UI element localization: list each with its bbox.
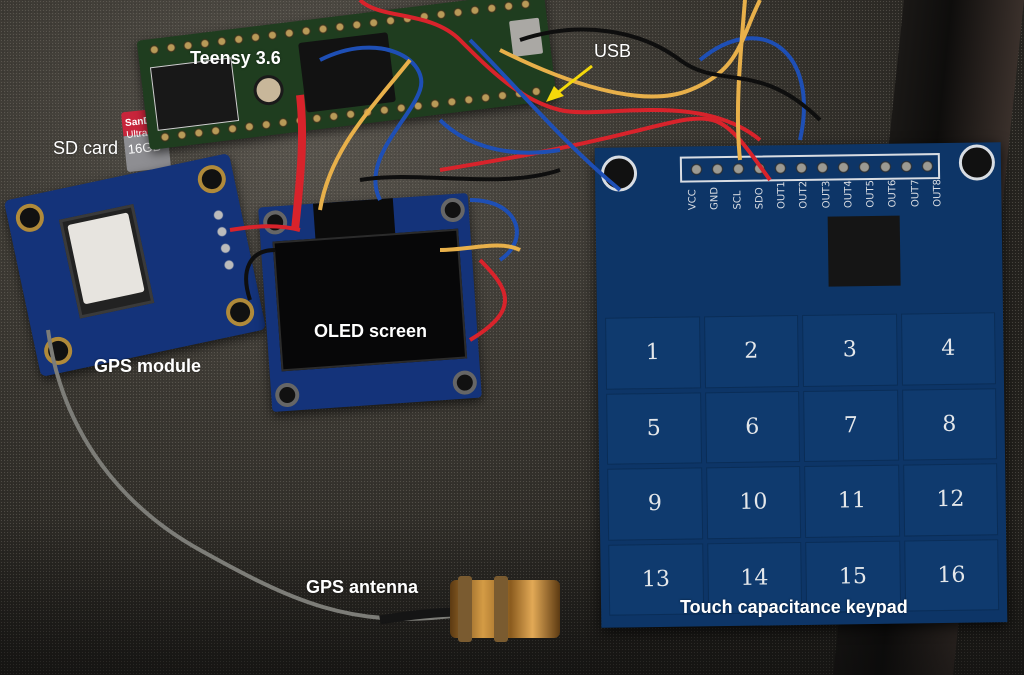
connector-nut [458, 576, 472, 642]
ublox-gps-chip [58, 204, 155, 319]
mount-hole [600, 155, 638, 192]
keypad-header-pins [679, 153, 941, 183]
mount-hole [958, 144, 996, 181]
gps-chip-label [67, 212, 145, 305]
keypad-key: 10 [705, 466, 802, 539]
mount-hole [274, 382, 301, 408]
keypad-key: 8 [901, 387, 998, 461]
teensy-microcontroller-chip [298, 32, 396, 113]
keypad-key: 5 [606, 391, 702, 465]
oled-board [258, 192, 482, 413]
keypad-key: 3 [802, 313, 898, 387]
mount-hole [195, 162, 229, 196]
mount-hole [41, 334, 75, 368]
label-teensy: Teensy 3.6 [190, 48, 281, 68]
pin-label: OUT5 [865, 179, 877, 208]
keypad-key: 12 [902, 463, 999, 537]
mount-hole [262, 209, 288, 236]
label-usb: USB [594, 41, 632, 61]
label-sd-card: SD card [53, 138, 119, 158]
mount-hole [13, 201, 47, 235]
keypad-key: 2 [703, 315, 800, 388]
mount-hole [223, 295, 257, 329]
pin-label: GND [709, 186, 721, 210]
pin-label: OUT2 [798, 180, 810, 209]
keypad-key: 9 [607, 467, 703, 541]
keypad-key: 16 [903, 538, 1000, 612]
mount-hole [439, 197, 466, 223]
label-gps-module: GPS module [94, 356, 202, 376]
connector-nut [494, 576, 508, 642]
keypad-key: 7 [803, 389, 899, 462]
pin-label: OUT6 [887, 179, 899, 208]
pin-label: OUT3 [820, 180, 833, 209]
pin-label: OUT4 [843, 180, 855, 209]
label-keypad: Touch capacitance keypad [680, 597, 908, 617]
usb-arrow-icon [546, 64, 593, 102]
keypad-key: 4 [900, 312, 997, 386]
label-gps-antenna: GPS antenna [306, 577, 419, 597]
pin-label: VCC [687, 189, 699, 211]
pin-label: OUT7 [909, 179, 922, 208]
label-oled-screen: OLED screen [314, 321, 428, 341]
gps-header-pins [209, 205, 239, 277]
sd-card-line: Ultra [125, 127, 149, 141]
pin-label: OUT1 [776, 181, 788, 209]
teensy-usb-port [508, 17, 544, 58]
keypad-controller-chip [827, 215, 901, 287]
keypad-key: 1 [605, 316, 701, 390]
keypad-pin-labels: VCC GND SCL SDO OUT1 OUT2 OUT3 OUT4 OUT5… [687, 179, 943, 210]
gps-antenna-sma-connector [450, 576, 560, 642]
mount-hole [452, 369, 478, 396]
pin-label: SDO [754, 187, 766, 210]
touch-keypad-board: VCC GND SCL SDO OUT1 OUT2 OUT3 OUT4 OUT5… [594, 142, 1008, 628]
pin-label: OUT8 [932, 178, 944, 207]
keypad-key: 6 [704, 390, 801, 464]
pin-label: SCL [731, 190, 744, 210]
keypad-key: 11 [804, 464, 900, 538]
teensy-program-button [251, 73, 286, 107]
oled-display [272, 228, 468, 372]
keypad-grid: 1 2 3 4 5 6 7 8 9 10 11 12 13 14 15 16 [605, 312, 1000, 616]
